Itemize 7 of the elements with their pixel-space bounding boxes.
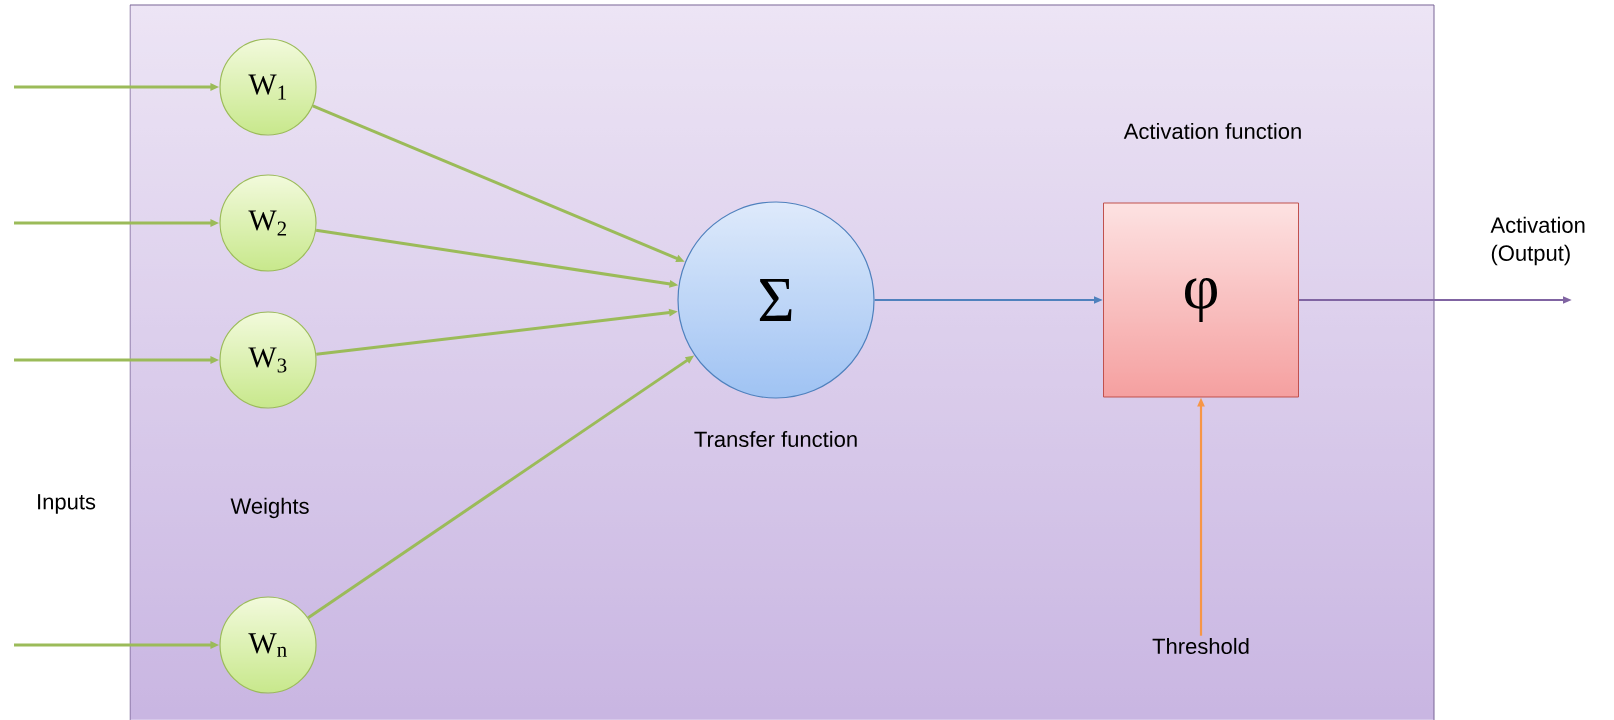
text-label: Inputs bbox=[38, 494, 96, 514]
node-text: Threshold bbox=[1152, 637, 1249, 655]
node-caption: Activation function bbox=[1123, 122, 1301, 140]
text-label: Activation (Output) bbox=[1490, 216, 1585, 266]
node-caption: Transfer function bbox=[694, 430, 857, 448]
activation-box: φ bbox=[1103, 202, 1299, 398]
text-label: Weights bbox=[230, 497, 309, 519]
